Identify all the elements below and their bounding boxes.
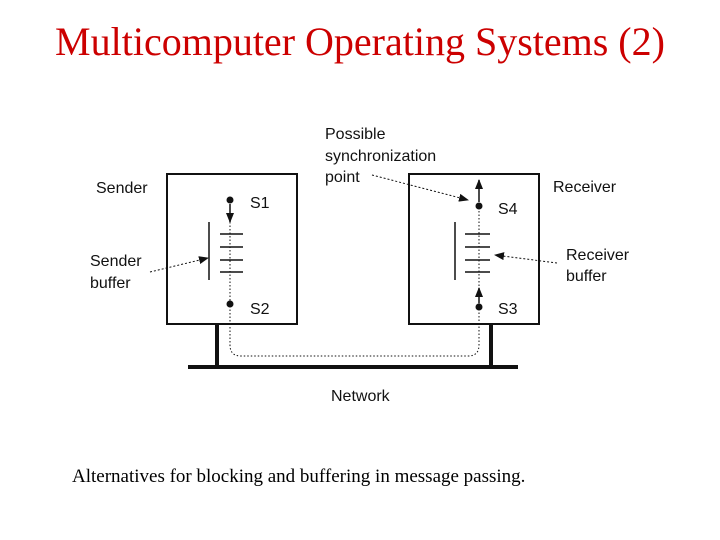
s1-label: S1 [250,195,270,212]
sender-buffer-label-line1: Sender [90,253,142,270]
s3-point [475,303,483,311]
s4-label: S4 [498,201,518,218]
sync-label-line1: Possible [325,126,386,143]
sender-buffer [208,222,243,280]
s2-point [226,300,234,308]
s3-label: S3 [498,301,518,318]
figure-caption: Alternatives for blocking and buffering … [72,466,526,487]
receiver-label: Receiver [553,179,617,196]
network-label: Network [331,388,391,405]
slide-title: Multicomputer Operating Systems (2) [55,19,665,64]
sync-label-line2: synchronization [325,148,436,165]
receiver-buffer-label-line1: Receiver [566,247,630,264]
receiver-buffer-arrow [494,252,558,264]
sender-machine [166,173,298,325]
sync-label-line3: point [325,169,360,186]
receiver-buffer [454,222,490,280]
receiver-machine [408,173,540,325]
sender-label: Sender [96,180,148,197]
s4-point [475,202,483,210]
sender-buffer-arrow [149,256,209,273]
sync-point-arrow [371,174,469,202]
sender-buffer-label-line2: buffer [90,275,131,292]
message-path [229,188,480,357]
receiver-buffer-label-line2: buffer [566,268,607,285]
s2-label: S2 [250,301,270,318]
s1-point [226,196,234,204]
